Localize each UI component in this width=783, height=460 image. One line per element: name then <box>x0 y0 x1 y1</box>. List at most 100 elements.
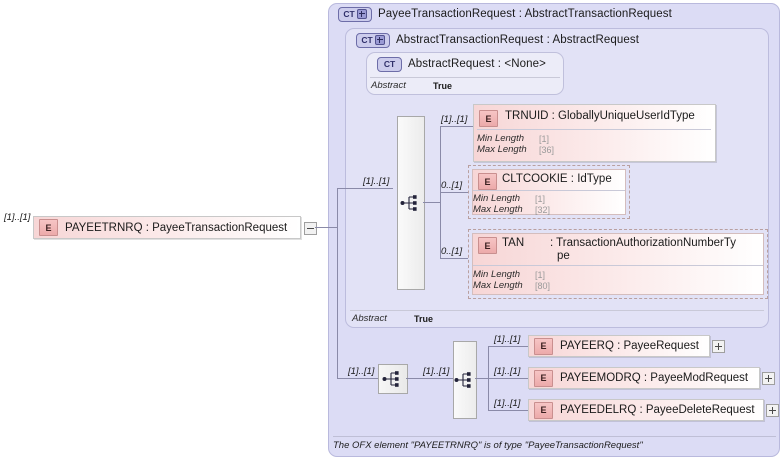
element-label-trnuid: TRNUID : GloballyUniqueUserIdType <box>505 110 695 122</box>
element-icon-trnuid: E <box>479 110 498 127</box>
cltcookie-minlength-label: Min Length <box>473 193 521 204</box>
tan-minlength-value: [1] <box>535 269 546 280</box>
element-box-payeetrnrq[interactable]: E PAYEETRNRQ : PayeeTransactionRequest <box>33 216 301 239</box>
element-icon-payeerq: E <box>534 337 553 355</box>
element-icon-cltcookie: E <box>478 173 497 190</box>
abstractrequest-abstract-label: Abstract <box>371 80 406 91</box>
element-box-payeedelrq[interactable]: E PAYEEDELRQ : PayeeDeleteRequest <box>528 399 764 421</box>
inner-attr-separator <box>350 310 764 311</box>
element-label-payeemodrq: PAYEEMODRQ : PayeeModRequest <box>560 372 749 384</box>
sequence-icon-bottom-small <box>382 371 399 387</box>
trnuid-maxlength-row: Max Length [36] <box>477 144 554 155</box>
element-box-trnuid[interactable]: E TRNUID : GloballyUniqueUserIdType <box>473 104 716 162</box>
sequence-compositor-bottom-small[interactable] <box>378 364 408 394</box>
tan-attr-separator <box>473 265 763 266</box>
connector-branch-top-2 <box>363 188 393 189</box>
connector-payeedelrq <box>488 410 528 411</box>
complextype-header-payeetransactionrequest: CT PayeeTransactionRequest : AbstractTra… <box>332 4 672 24</box>
sequence-outer-cardinality-left: [1]..[1] <box>348 366 375 377</box>
abstractrequest-attr-separator <box>370 77 560 78</box>
element-label-tan-name: TAN <box>502 237 525 249</box>
footer-separator <box>333 436 776 437</box>
connector-root-to-container <box>315 227 329 228</box>
element-label-cltcookie: CLTCOOKIE : IdType <box>502 173 612 185</box>
trnuid-maxlength-label: Max Length <box>477 144 527 155</box>
complextype-expand-icon[interactable]: CT <box>338 6 372 22</box>
sequence-icon-top <box>400 195 417 211</box>
sequence-top-cardinality: [1]..[1] <box>363 176 390 187</box>
element-label-payeerq: PAYEERQ : PayeeRequest <box>560 340 699 352</box>
ct-badge-text-abstractrequest: CT <box>383 58 396 69</box>
expand-plus-icon-payeedelrq[interactable] <box>766 404 779 417</box>
abstractrequest-abstract-value: True <box>433 80 453 91</box>
complextype-title-inner: AbstractTransactionRequest : AbstractReq… <box>396 34 640 46</box>
cltcookie-maxlength-value: [32] <box>535 204 551 215</box>
element-label-payeedelrq: PAYEEDELRQ : PayeeDeleteRequest <box>560 404 755 416</box>
expand-plus-icon-payeerq[interactable] <box>712 340 725 353</box>
inner-abstract-value: True <box>414 313 434 324</box>
tan-minlength-row: Min Length [1] <box>473 269 545 280</box>
sequence-icon-bottom-tall <box>454 372 471 388</box>
element-label-payeetrnrq: PAYEETRNRQ : PayeeTransactionRequest <box>65 221 288 234</box>
footer-annotation: The OFX element "PAYEETRNRQ" is of type … <box>333 440 643 451</box>
sequence-compositor-bottom-tall[interactable] <box>453 341 477 419</box>
connector-top-compositor-out <box>423 202 440 203</box>
inner-abstract-label: Abstract <box>352 313 387 324</box>
cltcookie-attr-separator <box>473 190 625 191</box>
cltcookie-minlength-row: Min Length [1] <box>473 193 545 204</box>
trnuid-minlength-value: [1] <box>539 133 550 144</box>
cltcookie-maxlength-row: Max Length [32] <box>473 204 550 215</box>
complextype-expand-icon-inner[interactable]: CT <box>356 32 390 48</box>
cardinality-payeemodrq: [1]..[1] <box>494 366 521 377</box>
connector-cltcookie <box>440 192 468 193</box>
complextype-badge-abstractrequest[interactable]: CT <box>377 56 402 72</box>
expand-plus-icon-payeemodrq[interactable] <box>762 372 775 385</box>
complextype-header-abstracttransactionrequest: CT AbstractTransactionRequest : Abstract… <box>350 30 639 50</box>
connector-small-to-tall <box>406 378 453 379</box>
abstractrequest-abstract-attribute: Abstract True <box>371 80 452 91</box>
ct-badge-text: CT <box>343 8 355 19</box>
root-element-cardinality: [1]..[1] <box>4 212 31 223</box>
trnuid-attr-separator <box>477 129 711 130</box>
ct-badge-text-inner: CT <box>361 34 373 45</box>
connector-container-entry <box>329 227 337 228</box>
connector-spine-main <box>337 188 338 378</box>
cardinality-trnuid: [1]..[1] <box>441 114 468 125</box>
element-box-cltcookie[interactable]: E CLTCOOKIE : IdType <box>468 165 630 219</box>
element-box-tan[interactable]: E TAN : TransactionAuthorizationNumberTy… <box>468 229 768 299</box>
cltcookie-maxlength-label: Max Length <box>473 204 523 215</box>
connector-branch-bottom <box>337 378 378 379</box>
complextype-title-abstractrequest: AbstractRequest : <None> <box>408 58 546 70</box>
connector-branch-top <box>337 188 363 189</box>
element-icon-tan: E <box>478 237 497 254</box>
cardinality-payeerq: [1]..[1] <box>494 334 521 345</box>
connector-tall-out <box>475 378 488 379</box>
sequence-outer-cardinality-right: [1]..[1] <box>423 366 450 377</box>
trnuid-minlength-row: Min Length [1] <box>477 133 549 144</box>
complextype-header-abstractrequest: CT AbstractRequest : <None> <box>371 54 546 74</box>
element-inner-tan <box>472 233 764 295</box>
sequence-compositor-top[interactable] <box>397 116 425 290</box>
element-inner-cltcookie <box>472 169 626 215</box>
cardinality-tan: 0..[1] <box>441 246 463 257</box>
element-label-tan-type-line2: pe <box>557 250 570 262</box>
tan-maxlength-row: Max Length [80] <box>473 280 550 291</box>
trnuid-minlength-label: Min Length <box>477 133 525 144</box>
cardinality-payeedelrq: [1]..[1] <box>494 398 521 409</box>
connector-tan <box>440 258 468 259</box>
collapse-minus-icon-payeetrnrq[interactable] <box>304 222 317 235</box>
connector-trnuid <box>440 126 473 127</box>
element-icon-payeetrnrq: E <box>39 219 58 236</box>
element-icon-payeemodrq: E <box>534 369 553 387</box>
inner-abstract-attribute: Abstract True <box>352 313 433 324</box>
cardinality-cltcookie: 0..[1] <box>441 180 463 191</box>
complextype-title-outer: PayeeTransactionRequest : AbstractTransa… <box>378 8 672 20</box>
tan-maxlength-value: [80] <box>535 280 551 291</box>
element-label-tan-type-line1: : TransactionAuthorizationNumberTy <box>550 237 737 249</box>
element-icon-payeedelrq: E <box>534 401 553 419</box>
element-box-payeemodrq[interactable]: E PAYEEMODRQ : PayeeModRequest <box>528 367 760 389</box>
connector-payeemodrq <box>488 378 528 379</box>
tan-maxlength-label: Max Length <box>473 280 523 291</box>
element-box-payeerq[interactable]: E PAYEERQ : PayeeRequest <box>528 335 710 357</box>
